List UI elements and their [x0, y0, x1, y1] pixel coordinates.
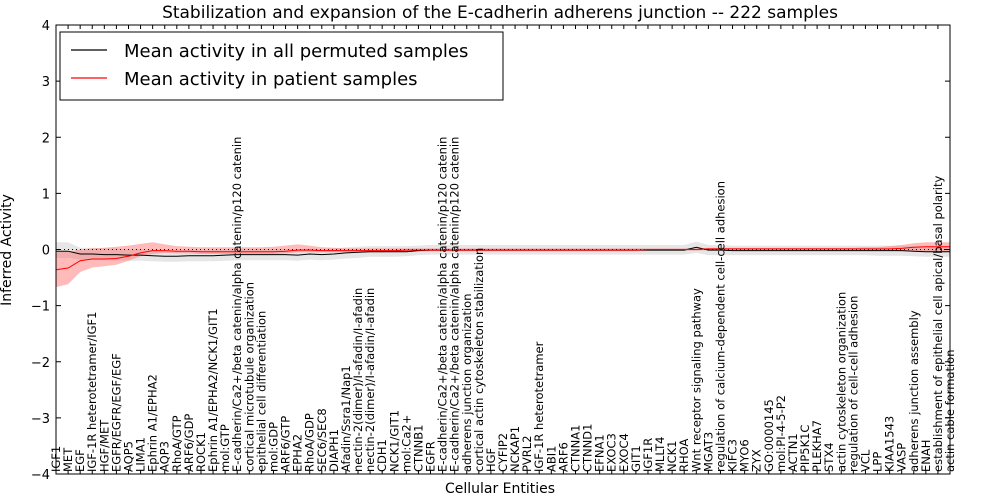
x-tick-label: VASP	[895, 443, 909, 472]
x-tick-label: ARF6/GDP	[182, 414, 196, 472]
x-tick-label: EXOC3	[605, 433, 619, 472]
x-tick-label: EPHA2	[291, 434, 305, 472]
x-tick-label: LPP	[871, 452, 885, 472]
x-tick-label: IGF1R	[641, 438, 655, 472]
x-tick-label: NCKAP1	[508, 426, 522, 472]
legend-label-permuted: Mean activity in all permuted samples	[124, 41, 468, 62]
x-tick-label: regulation of calcium-dependent cell-cel…	[714, 181, 728, 472]
x-tick-label: DIAPH1	[327, 429, 341, 472]
x-tick-label: NCK1	[665, 441, 679, 473]
x-tick-label: MLLT4	[653, 437, 667, 473]
x-tick-label: KIAA1543	[883, 416, 897, 472]
x-tick-label: RhoA/GTP	[170, 415, 184, 472]
y-tick-label: 4	[42, 19, 50, 34]
x-tick-label: KIFC3	[726, 439, 740, 472]
y-tick-label: 0	[42, 244, 50, 259]
x-tick-label: CTNND1	[581, 424, 595, 472]
legend-box	[59, 31, 504, 101]
x-tick-label: EGFR	[424, 441, 438, 472]
x-tick-label: establishment of epithelial cell apical/…	[931, 176, 945, 472]
legend: Mean activity in all permuted samples Me…	[59, 31, 504, 101]
x-tick-label: Ephrin A1/EPHA2	[146, 374, 160, 472]
x-tick-label: cortical microtubule organization	[242, 282, 256, 472]
x-tick-label: actin cytoskeleton organization	[834, 292, 848, 472]
x-tick-label: CYFIP2	[496, 433, 510, 472]
x-tick-label: Ephrin A1/EPHA2/NCK1/GIT1	[206, 308, 220, 472]
x-tick-label: CDH1	[375, 439, 389, 472]
x-tick-label: IGF-1R heterotetramer	[532, 341, 546, 472]
series-lines	[55, 246, 950, 271]
x-tick-label: IGF-1R heterotetramer/IGF1	[85, 312, 99, 472]
y-tick-label: 1	[42, 187, 50, 202]
x-tick-label: mol:PI-4-5-P2	[774, 395, 788, 472]
x-tick-label: ARF6	[556, 442, 570, 472]
y-tick-label: −2	[31, 356, 50, 371]
x-tick-label: GIT1	[629, 445, 643, 472]
x-tick-label: RhoA/GDP	[303, 413, 317, 472]
x-tick-label: E-cadherin/Ca2+/beta catenin/alpha caten…	[448, 137, 462, 472]
x-tick-label: EFNA1	[593, 434, 607, 472]
x-tick-label: ACTN1	[786, 433, 800, 472]
x-tick-label: epithelial cell differentiation	[254, 311, 268, 472]
x-tick-label: Wnt receptor signaling pathway	[689, 288, 703, 472]
x-tick-label: STX4	[822, 442, 836, 472]
x-tick-label: MGAT3	[701, 432, 715, 472]
x-tick-label: adherens junction organization	[460, 294, 474, 472]
x-tick-label: CTNNA1	[569, 425, 583, 472]
x-axis-label: Cellular Entities	[445, 481, 555, 497]
x-tick-label: LIMA1	[134, 437, 148, 472]
x-tick-label: MYO6	[738, 439, 752, 472]
y-tick-label: −1	[31, 300, 50, 315]
series-line-patient	[55, 246, 950, 271]
band-permuted	[56, 241, 950, 262]
x-tick-label: ZYX	[750, 449, 764, 472]
x-tick-label: RHOA	[677, 439, 691, 472]
x-tick-label: mol:GDP	[267, 422, 281, 472]
x-tick-label: Afadin/Ssra1/Nap1	[339, 365, 353, 472]
chart-title: Stabilization and expansion of the E-cad…	[162, 3, 838, 23]
x-tick-label: AQP5	[122, 441, 136, 472]
x-tick-label: SEC6/SEC8	[315, 408, 329, 472]
y-tick-label: 3	[42, 75, 50, 90]
x-tick-label: nectin-2(dimer)/I-afadin/I-afadin	[351, 288, 365, 472]
y-axis: 4 3 2 1 0 −1 −2 −3 −4	[31, 19, 950, 483]
x-tick-label: E-cadherin/Ca2+/beta catenin/alpha caten…	[436, 137, 450, 472]
x-tick-label: ABI1	[544, 446, 558, 472]
x-tick-label: CTNNB1	[411, 425, 425, 472]
y-axis-label: Inferred Activity	[0, 194, 15, 306]
y-tick-label: −3	[31, 412, 50, 427]
y-tick-label: 2	[42, 131, 50, 146]
y-tick-label: −4	[31, 468, 50, 483]
x-tick-label: HGF	[484, 448, 498, 472]
x-tick-label: regulation of cell-cell adhesion	[846, 296, 860, 472]
x-tick-label: ROCK1	[194, 432, 208, 472]
x-tick-label: EXOC4	[617, 433, 631, 472]
x-tick-label: AQP3	[158, 441, 172, 472]
confidence-bands	[56, 241, 950, 288]
x-tick-label: ENAH	[919, 440, 933, 472]
x-tick-label: EGFR/EGFR/EGF/EGF	[109, 353, 123, 472]
x-tick-label: cortical actin cytoskeleton stabilizatio…	[472, 248, 486, 472]
x-tick-label: PLEKHA7	[810, 420, 824, 472]
x-tick-label: EGF	[73, 449, 87, 472]
x-tick-label: PIP5K1C	[798, 425, 812, 472]
x-tick-label: E-cadherin/Ca2+/beta catenin/alpha caten…	[230, 137, 244, 472]
legend-label-patient: Mean activity in patient samples	[124, 69, 418, 90]
x-tick-label: mol:GTP	[218, 424, 232, 472]
x-tick-label: VCL	[858, 449, 872, 472]
x-tick-label: NCK1/GIT1	[387, 410, 401, 472]
x-tick-label: nectin-2(dimer)/I-afadin/I-afadin	[363, 288, 377, 472]
x-tick-label: adherens junction assembly	[907, 310, 921, 472]
x-tick-label: PVRL2	[520, 435, 534, 472]
band-patient	[56, 242, 950, 288]
x-tick-label: ARF6/GTP	[279, 416, 293, 472]
x-tick-label: GO:0000145	[762, 399, 776, 472]
x-tick-label: mol:Ca2+	[399, 415, 413, 472]
x-tick-label: MET	[61, 447, 75, 472]
x-tick-label: HGF/MET	[97, 419, 111, 472]
plot-area-frame	[55, 24, 951, 475]
